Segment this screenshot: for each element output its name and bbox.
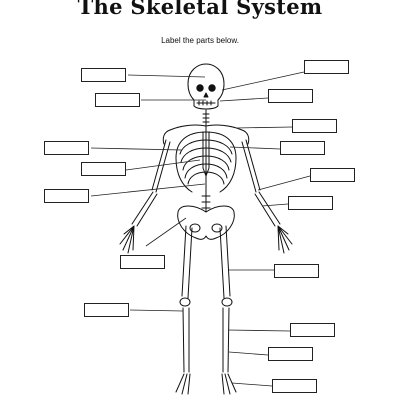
humerus-left — [151, 139, 171, 193]
leader-line — [90, 147, 183, 151]
label-box[interactable] — [95, 93, 140, 107]
label-box[interactable] — [84, 303, 129, 317]
label-box[interactable] — [44, 141, 89, 155]
leader-line — [229, 146, 281, 150]
foot-right — [221, 373, 237, 395]
label-box[interactable] — [268, 347, 313, 361]
leader-line — [235, 126, 293, 129]
tibia-left — [182, 307, 190, 373]
label-box[interactable] — [288, 196, 333, 210]
leader-line — [257, 175, 311, 191]
label-box[interactable] — [120, 255, 165, 269]
label-box[interactable] — [274, 264, 319, 278]
leader-line — [125, 159, 201, 171]
leader-lines — [90, 71, 311, 387]
foot-left — [175, 373, 191, 395]
leader-line — [231, 382, 273, 387]
femur-left — [181, 225, 193, 299]
leader-line — [145, 217, 187, 247]
femur-right — [219, 225, 231, 299]
label-box[interactable] — [44, 189, 89, 203]
leader-line — [127, 74, 206, 78]
label-box[interactable] — [81, 68, 126, 82]
sternum — [202, 131, 210, 177]
label-box[interactable] — [280, 141, 325, 155]
label-box[interactable] — [272, 379, 317, 393]
worksheet-instruction: Label the parts below. — [161, 36, 239, 45]
label-box[interactable] — [310, 168, 355, 182]
clavicle — [169, 124, 243, 131]
humerus-right — [241, 139, 261, 193]
leader-line — [261, 203, 289, 207]
label-box[interactable] — [292, 119, 337, 133]
leader-line — [129, 309, 184, 312]
leader-line — [221, 71, 305, 91]
leader-line — [90, 183, 206, 197]
label-box[interactable] — [290, 323, 335, 337]
hand-right — [277, 225, 293, 254]
worksheet-title: The Skeletal System — [77, 0, 323, 19]
hand-left — [119, 225, 135, 254]
tibia-right — [222, 307, 230, 373]
leader-line — [228, 351, 269, 356]
pelvis — [177, 205, 235, 240]
leader-line — [219, 97, 269, 102]
label-box[interactable] — [304, 60, 349, 74]
skull — [187, 63, 225, 110]
ribcage — [175, 131, 237, 193]
leader-line — [227, 329, 291, 332]
label-box[interactable] — [81, 162, 126, 176]
label-box[interactable] — [268, 89, 313, 103]
